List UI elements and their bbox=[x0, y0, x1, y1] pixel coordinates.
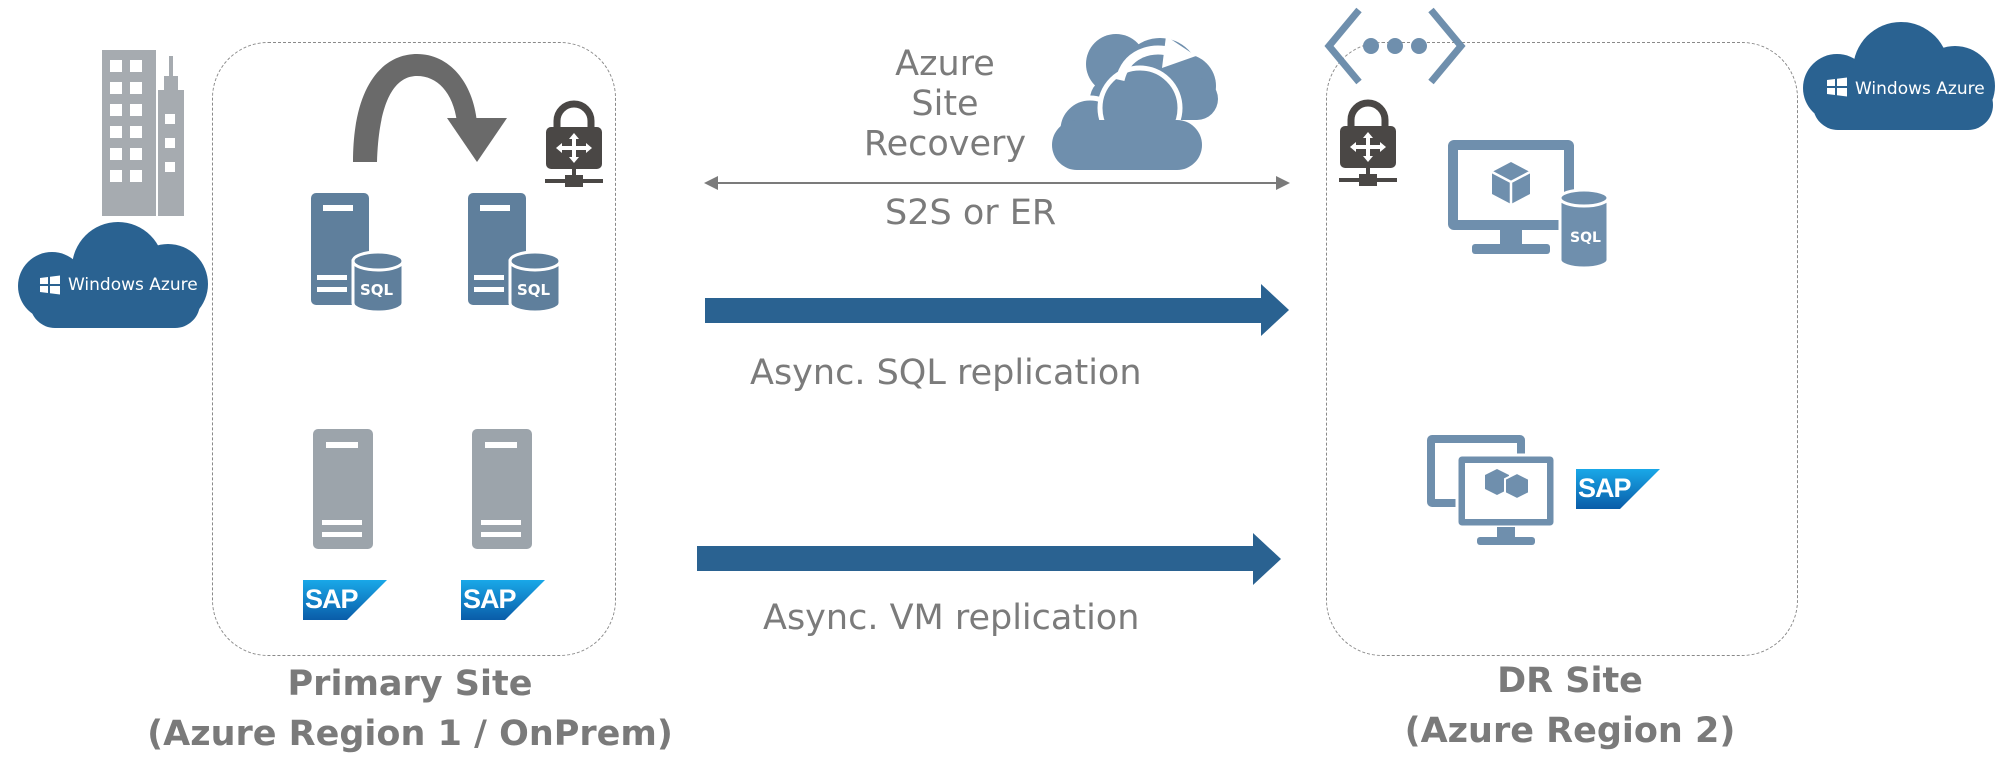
windows-azure-cloud-icon-right bbox=[1803, 22, 1995, 130]
building-icon bbox=[102, 50, 184, 216]
load-balancer-icon-dr bbox=[1339, 99, 1397, 186]
site-recovery-cloud-icon bbox=[1052, 34, 1218, 170]
asr-label-line2: Site bbox=[911, 84, 979, 124]
asr-label-line1: Azure bbox=[895, 44, 995, 84]
primary-site-region: (Azure Region 1 / OnPrem) bbox=[147, 714, 673, 754]
asr-label: Azure Site Recovery bbox=[845, 44, 1045, 164]
windows-azure-label-right: Windows Azure bbox=[1855, 79, 1985, 99]
dr-site-region: (Azure Region 2) bbox=[1404, 711, 1736, 751]
load-balancer-icon bbox=[545, 100, 603, 187]
vm-replication-arrow bbox=[697, 533, 1281, 585]
dr-sql-label: SQL bbox=[1570, 230, 1601, 246]
dr-site-caption: DR Site (Azure Region 2) bbox=[1370, 656, 1770, 756]
primary-site-caption: Primary Site (Azure Region 1 / OnPrem) bbox=[130, 659, 690, 759]
s2s-label: S2S or ER bbox=[885, 193, 1057, 233]
sap-logo-2-text: SAP bbox=[463, 584, 517, 614]
primary-site-boundary bbox=[212, 42, 616, 656]
sap-logo-1-text: SAP bbox=[305, 584, 359, 614]
sql-replication-arrow bbox=[705, 284, 1289, 336]
sql-replication-label: Async. SQL replication bbox=[750, 353, 1142, 393]
app-vm-icon bbox=[1427, 435, 1557, 545]
curved-failover-arrow-icon bbox=[353, 54, 507, 162]
sql-label-2: SQL bbox=[517, 281, 551, 299]
sql-server-icon-1 bbox=[311, 193, 405, 314]
vm-replication-label: Async. VM replication bbox=[763, 598, 1140, 638]
virtual-network-icon bbox=[1324, 7, 1466, 85]
dr-site-title: DR Site bbox=[1497, 661, 1643, 701]
sql-label-1: SQL bbox=[360, 281, 394, 299]
sql-vm-icon bbox=[1448, 140, 1610, 270]
sap-logo-1: SAP bbox=[303, 580, 387, 620]
sap-logo-2: SAP bbox=[461, 580, 545, 620]
sql-server-icon-2 bbox=[468, 193, 562, 314]
sap-logo-dr: SAP bbox=[1576, 469, 1660, 509]
windows-azure-cloud-icon bbox=[18, 222, 208, 328]
app-server-icon-2 bbox=[472, 429, 532, 549]
primary-site-title: Primary Site bbox=[287, 664, 533, 704]
windows-azure-label-left: Windows Azure bbox=[68, 275, 198, 295]
s2s-connection-arrow bbox=[704, 176, 1290, 190]
dr-site-boundary bbox=[1326, 42, 1798, 656]
app-server-icon-1 bbox=[313, 429, 373, 549]
asr-label-line3: Recovery bbox=[863, 124, 1027, 164]
sap-logo-dr-text: SAP bbox=[1578, 473, 1632, 503]
